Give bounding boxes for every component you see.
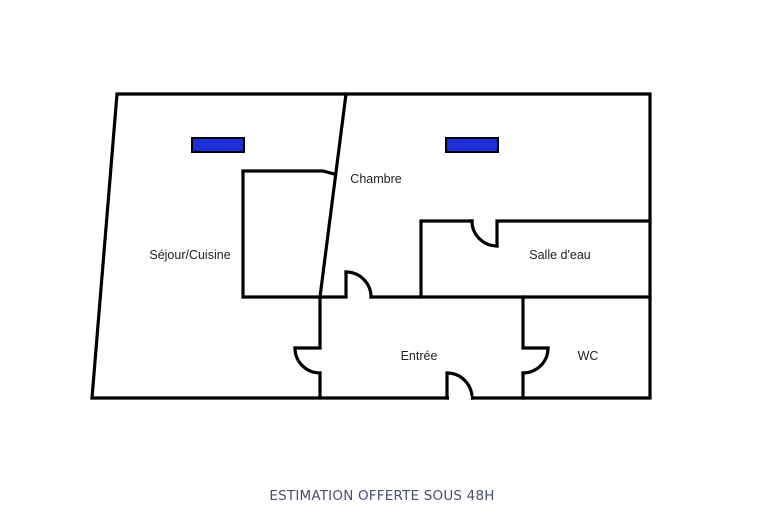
footer-tagline: ESTIMATION OFFERTE SOUS 48H [269, 488, 495, 504]
outer-wall [90, 92, 652, 400]
closet-wall [241, 169, 336, 299]
room-label-entree: Entrée [400, 349, 438, 363]
room-label-chambre: Chambre [350, 172, 402, 186]
chambre-bottom-wall-left [318, 270, 348, 299]
radiator-icon [445, 137, 499, 153]
wc-wall-top [521, 295, 550, 350]
salle-eau-wall [419, 219, 474, 299]
room-label-sejour: Séjour/Cuisine [149, 248, 231, 262]
salle-eau-door-swing [470, 219, 499, 248]
wc-door-swing [521, 346, 550, 375]
chambre-door-swing [344, 270, 373, 299]
salle-eau-wall-right [495, 219, 652, 248]
slanted-wall [318, 92, 348, 299]
room-label-salle-eau: Salle d'eau [529, 248, 591, 262]
room-label-wc: WC [577, 349, 599, 363]
entree-left-door-swing [293, 346, 322, 375]
entree-left-wall-top [293, 295, 322, 350]
radiator-icon [191, 137, 245, 153]
entrance-door-swing [445, 371, 474, 400]
